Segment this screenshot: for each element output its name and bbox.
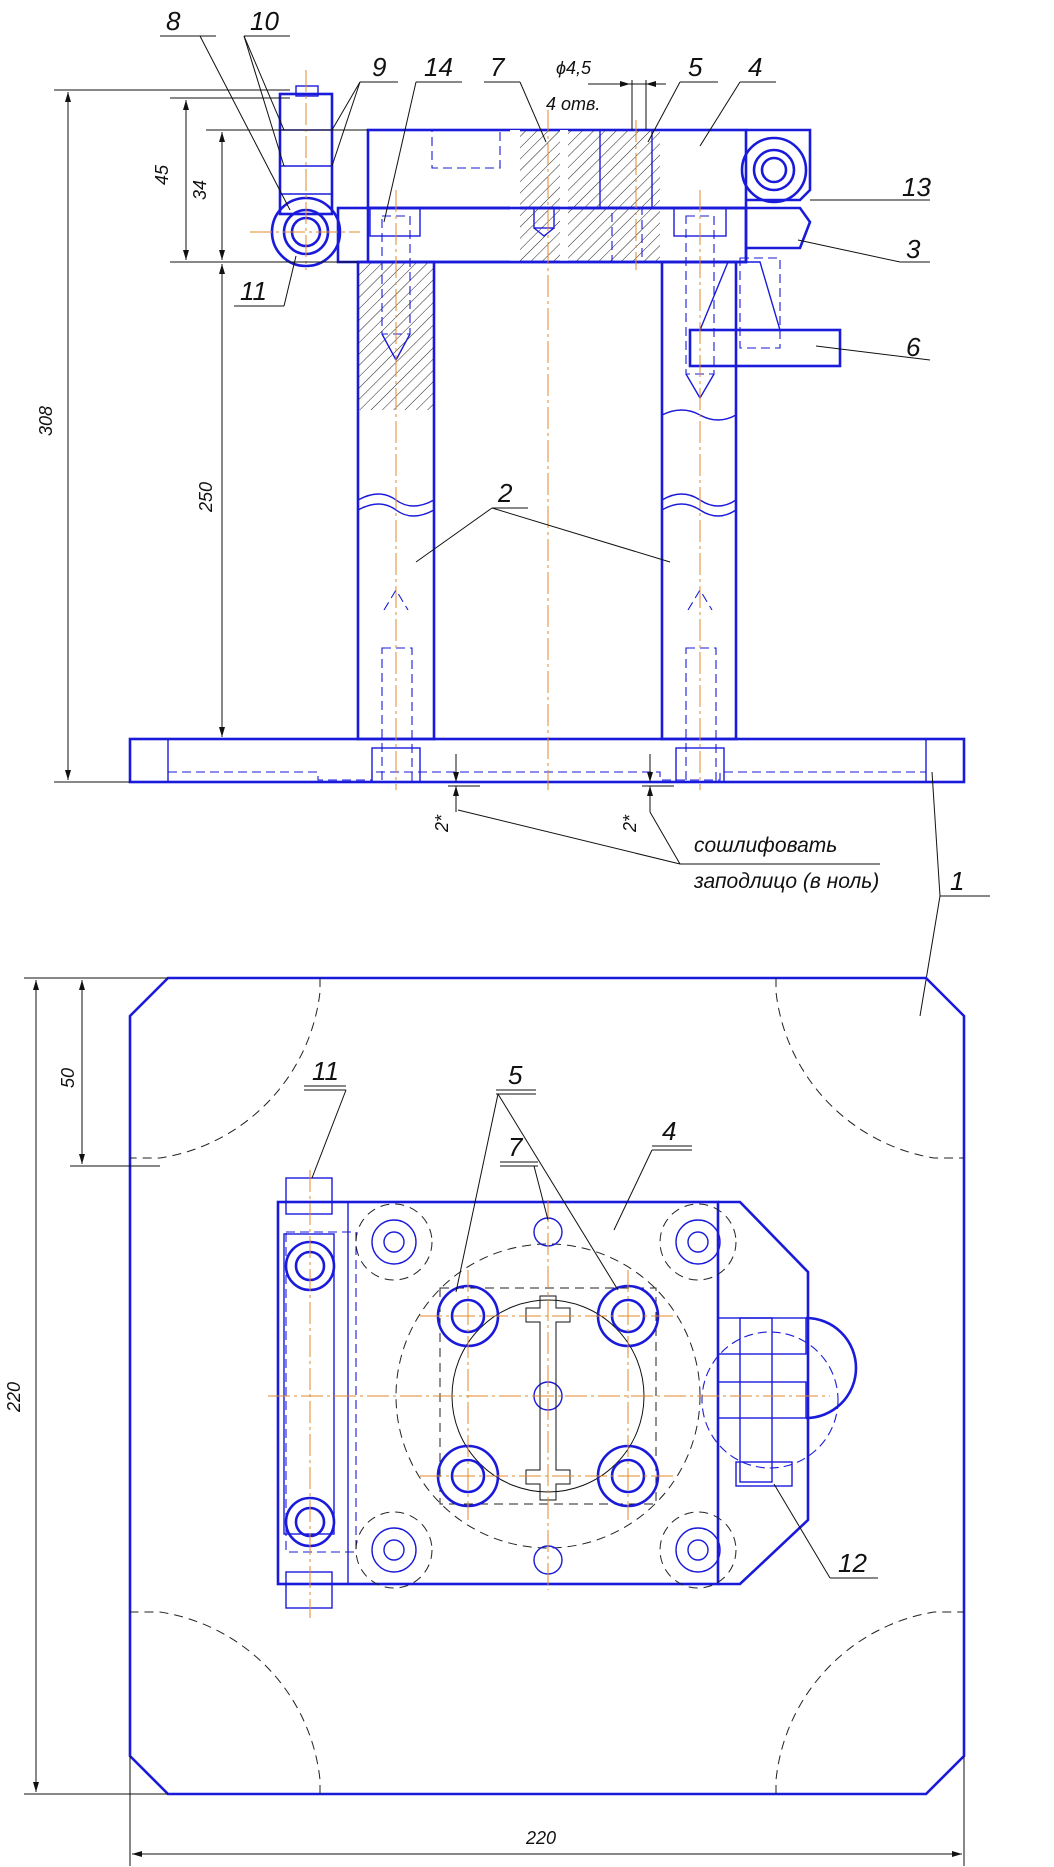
callout-7-bottom: 7 <box>508 1132 524 1162</box>
dim-overall-height: 308 <box>36 406 56 436</box>
callout-4-bottom: 4 <box>662 1116 676 1146</box>
callout-3: 3 <box>906 234 921 264</box>
callout-5-bottom: 5 <box>508 1060 523 1090</box>
dim-base-height: 220 <box>4 1382 24 1413</box>
note-line1: сошлифовать <box>694 834 837 857</box>
callout-12: 12 <box>838 1548 867 1578</box>
column-right <box>660 215 738 783</box>
callout-13: 13 <box>902 172 931 202</box>
callout-2: 2 <box>497 478 513 508</box>
clamp-6 <box>688 328 842 368</box>
front-dimensions: 308 45 34 250 2* 2* сошлифовать заподлиц… <box>36 58 880 893</box>
callout-1: 1 <box>950 866 964 896</box>
callout-6: 6 <box>906 332 921 362</box>
callout-11-top: 11 <box>240 276 267 306</box>
dim-base-width: 220 <box>525 1828 556 1848</box>
hinge-right <box>740 136 808 204</box>
dim-plate-45: 45 <box>152 164 172 185</box>
callout-5: 5 <box>688 52 703 82</box>
front-view <box>128 70 966 790</box>
note-line2: заподлицо (в ноль) <box>693 870 879 893</box>
dim-gap-left: 2* <box>432 814 452 833</box>
callout-14: 14 <box>424 52 453 82</box>
front-callouts: 8 10 9 14 7 5 4 13 3 6 11 2 <box>160 6 990 1017</box>
callout-11-bottom: 11 <box>312 1056 339 1086</box>
top-callouts: 11 5 4 7 12 <box>304 1056 878 1579</box>
base-plate-front <box>128 737 966 784</box>
callout-4: 4 <box>748 52 762 82</box>
callout-9: 9 <box>372 52 386 82</box>
dim-plate-34: 34 <box>190 180 210 200</box>
upper-plate-top <box>276 1200 720 1586</box>
callout-8: 8 <box>166 6 181 36</box>
top-dimensions: 220 50 220 <box>4 977 965 1866</box>
top-view <box>128 976 966 1796</box>
callout-10: 10 <box>250 6 279 36</box>
dim-column-height: 250 <box>196 482 216 513</box>
dim-corner-50: 50 <box>58 1068 78 1088</box>
hole-count: 4 отв. <box>546 94 600 114</box>
callout-7: 7 <box>490 52 506 82</box>
hole-diameter: ϕ4,5 <box>556 58 592 78</box>
dim-gap-right: 2* <box>620 814 640 833</box>
base-plate-top <box>128 976 966 1796</box>
